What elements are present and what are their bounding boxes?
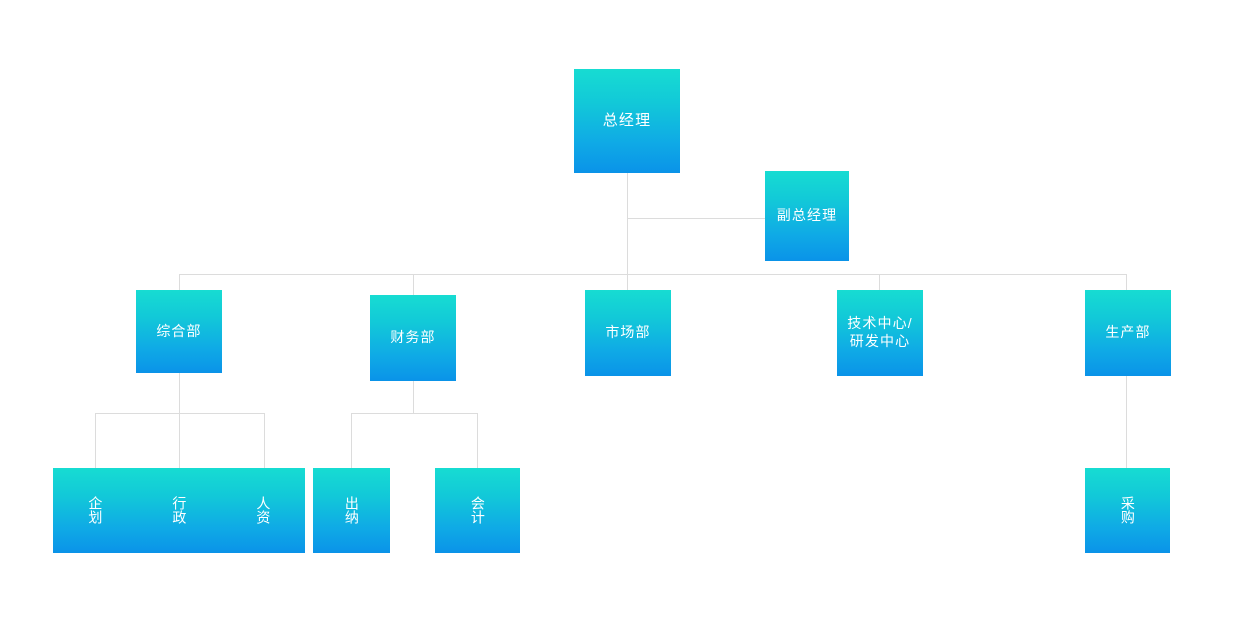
node-general-affairs-label: 综合部 xyxy=(156,322,202,339)
node-human-resources[interactable]: 人资 xyxy=(221,468,305,553)
connector-production-to-procurement xyxy=(1126,375,1127,470)
node-procurement-label: 采购 xyxy=(1119,496,1136,525)
node-marketing-label: 市场部 xyxy=(605,324,651,341)
node-human-resources-label: 人资 xyxy=(255,496,272,525)
connector-finance-stem xyxy=(413,381,414,413)
connector-drop-tech-center xyxy=(879,274,880,290)
connector-drop-general-affairs xyxy=(179,274,180,290)
node-finance[interactable]: 财务部 xyxy=(370,295,456,381)
node-general-manager[interactable]: 总经理 xyxy=(574,69,680,173)
node-finance-label: 财务部 xyxy=(390,329,436,346)
connector-drop-marketing xyxy=(627,274,628,290)
connector-drop-planning xyxy=(95,413,96,468)
node-tech-center[interactable]: 技术中心/ 研发中心 xyxy=(837,290,923,376)
connector-deputy-branch xyxy=(627,218,765,219)
connector-drop-production xyxy=(1126,274,1127,290)
connector-drop-accounting xyxy=(477,413,478,468)
node-accounting[interactable]: 会计 xyxy=(435,468,520,553)
node-general-affairs[interactable]: 综合部 xyxy=(136,290,222,373)
connector-root-trunk xyxy=(627,173,628,274)
node-cashier[interactable]: 出纳 xyxy=(313,468,390,553)
node-production-label: 生产部 xyxy=(1105,324,1151,341)
node-production[interactable]: 生产部 xyxy=(1085,290,1171,376)
connector-drop-finance xyxy=(413,274,414,295)
connector-drop-administration xyxy=(179,413,180,468)
node-cashier-label: 出纳 xyxy=(343,496,360,525)
node-group-general-affairs-children: 企划 行政 人资 xyxy=(53,468,305,553)
connector-general-affairs-stem xyxy=(179,373,180,413)
connector-finance-bus xyxy=(351,413,477,414)
connector-level2-bus xyxy=(179,274,1127,275)
node-marketing[interactable]: 市场部 xyxy=(585,290,671,376)
node-planning[interactable]: 企划 xyxy=(53,468,137,553)
connector-drop-human-resources xyxy=(264,413,265,468)
connector-drop-cashier xyxy=(351,413,352,468)
node-accounting-label: 会计 xyxy=(469,496,486,525)
node-tech-center-label: 技术中心/ 研发中心 xyxy=(847,315,913,349)
node-administration[interactable]: 行政 xyxy=(137,468,221,553)
node-deputy-general-manager[interactable]: 副总经理 xyxy=(765,171,849,261)
node-planning-label: 企划 xyxy=(87,496,104,525)
connector-general-affairs-bus xyxy=(95,413,265,414)
node-general-manager-label: 总经理 xyxy=(602,112,652,130)
node-administration-label: 行政 xyxy=(171,496,188,525)
node-procurement[interactable]: 采购 xyxy=(1085,468,1170,553)
node-deputy-general-manager-label: 副总经理 xyxy=(776,207,838,224)
